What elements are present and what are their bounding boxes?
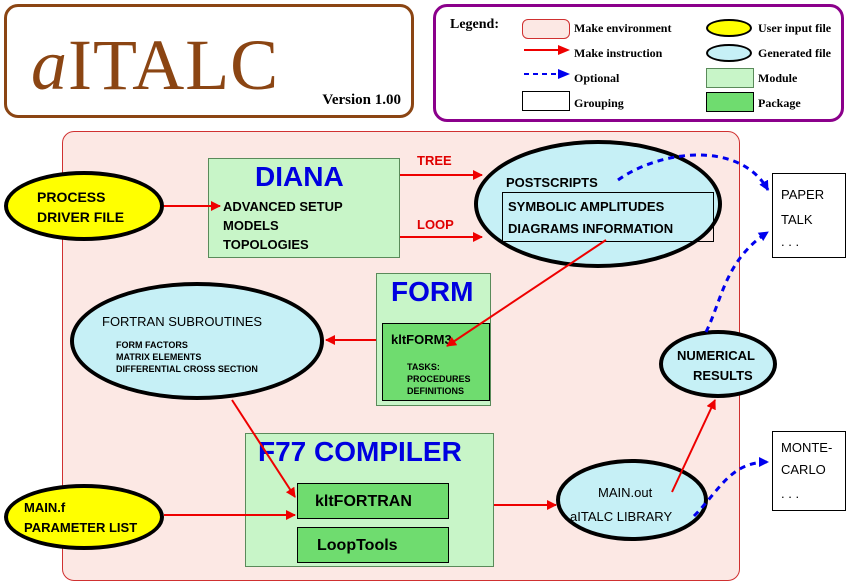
- main-out-line1: MAIN.out: [598, 485, 653, 500]
- numerical-line2: RESULTS: [693, 368, 753, 383]
- diagrams-information: DIAGRAMS INFORMATION: [508, 221, 674, 236]
- form-definitions: DEFINITIONS: [407, 386, 465, 396]
- legend-grouping-swatch: [522, 91, 570, 111]
- postscripts-title: POSTSCRIPTS: [506, 175, 598, 190]
- matrix-elements: MATRIX ELEMENTS: [116, 352, 202, 362]
- differential-cross-section: DIFFERENTIAL CROSS SECTION: [116, 364, 258, 374]
- monte-ellipsis: . . .: [781, 486, 800, 501]
- postscripts-group: SYMBOLIC AMPLITUDES DIAGRAMS INFORMATION: [502, 192, 714, 242]
- legend-make-environment-swatch: [522, 19, 570, 39]
- kltform3-package: kltFORM3 TASKS: PROCEDURES DEFINITIONS: [382, 323, 490, 401]
- arrow-mainout-to-results: [671, 399, 716, 493]
- form-procedures: PROCEDURES: [407, 374, 471, 384]
- legend-package-swatch: [706, 92, 754, 112]
- main-f-line1: MAIN.f: [24, 500, 66, 515]
- main-f-line2: PARAMETER LIST: [24, 520, 138, 535]
- looptools-package: LoopTools: [297, 527, 449, 563]
- f77-compiler-module: F77 COMPILER kltFORTRAN LoopTools: [245, 433, 494, 567]
- main-out-line2: aITALC LIBRARY: [570, 509, 673, 524]
- numerical-line1: NUMERICAL: [677, 348, 755, 363]
- monte-carlo-box: MONTE- CARLO . . .: [772, 431, 846, 511]
- process-driver-line1: PROCESS: [37, 189, 106, 205]
- numerical-results-file: NUMERICAL RESULTS: [659, 330, 777, 398]
- diana-line3: TOPOLOGIES: [223, 237, 309, 252]
- legend-generated-file-label: Generated file: [758, 46, 831, 60]
- carlo-label: CARLO: [781, 462, 826, 477]
- form-tasks: TASKS:: [407, 362, 440, 372]
- arrow-fortran-to-kltfortran: [231, 399, 296, 498]
- form-module: FORM kltFORM3 TASKS: PROCEDURES DEFINITI…: [376, 273, 491, 406]
- looptools-label: LoopTools: [317, 537, 398, 554]
- legend-title: Legend:: [450, 17, 499, 32]
- kltform3-title: kltFORM3: [391, 332, 452, 347]
- arrow-postscripts-to-form: [446, 239, 607, 347]
- logo-talc: TALC: [92, 25, 280, 105]
- kltfortran-label: kltFORTRAN: [315, 493, 412, 510]
- fortran-sub-title: FORTRAN SUBROUTINES: [102, 314, 263, 329]
- talk-label: TALK: [781, 212, 813, 227]
- main-out-file: MAIN.out aITALC LIBRARY: [556, 459, 708, 541]
- paper-ellipsis: . . .: [781, 234, 800, 249]
- version-label: Version 1.00: [322, 92, 401, 108]
- legend-module-label: Module: [758, 71, 798, 85]
- logo-box: aITALC Version 1.00: [4, 4, 414, 118]
- logo-a: a: [31, 25, 68, 105]
- process-driver-line2: DRIVER FILE: [37, 209, 125, 225]
- legend-make-instruction-label: Make instruction: [574, 46, 663, 60]
- postscripts-file: POSTSCRIPTS SYMBOLIC AMPLITUDES DIAGRAMS…: [474, 140, 722, 268]
- optional-postscripts-to-paper: [617, 153, 770, 191]
- legend-user-input-label: User input file: [758, 21, 832, 35]
- diana-title: DIANA: [255, 161, 344, 192]
- legend-optional-label: Optional: [574, 71, 620, 85]
- kltfortran-package: kltFORTRAN: [297, 483, 449, 519]
- optional-mainout-to-montecarlo: [692, 457, 769, 518]
- legend-generated-file-swatch: [706, 44, 752, 62]
- legend-optional-arrow: [524, 69, 570, 79]
- legend-grouping-label: Grouping: [574, 96, 624, 110]
- diana-line2: MODELS: [223, 218, 279, 233]
- fortran-subroutines-file: FORTRAN SUBROUTINES FORM FACTORS MATRIX …: [70, 282, 324, 400]
- process-driver-file: PROCESS DRIVER FILE: [4, 171, 164, 241]
- paper-label: PAPER: [781, 187, 825, 202]
- loop-label: LOOP: [417, 217, 454, 232]
- monte-label: MONTE-: [781, 440, 833, 455]
- diana-line1: ADVANCED SETUP: [223, 199, 343, 214]
- legend-user-input-swatch: [706, 19, 752, 37]
- symbolic-amplitudes: SYMBOLIC AMPLITUDES: [508, 199, 665, 214]
- logo-text: aITALC: [31, 25, 279, 105]
- f77-title: F77 COMPILER: [258, 436, 462, 467]
- optional-results-to-paper: [704, 230, 769, 333]
- legend-box: Legend: Make environment Make instructio…: [433, 4, 844, 122]
- legend-make-instruction-arrow: [524, 45, 570, 55]
- legend-module-swatch: [706, 68, 754, 88]
- legend-make-environment-label: Make environment: [574, 21, 672, 35]
- main-f-file: MAIN.f PARAMETER LIST: [4, 484, 164, 550]
- logo-i: I: [68, 25, 93, 105]
- form-title: FORM: [391, 276, 474, 307]
- tree-label: TREE: [417, 153, 452, 168]
- legend-package-label: Package: [758, 96, 801, 110]
- paper-talk-box: PAPER TALK . . .: [772, 173, 846, 258]
- diana-module: DIANA ADVANCED SETUP MODELS TOPOLOGIES: [208, 158, 400, 258]
- form-factors: FORM FACTORS: [116, 340, 188, 350]
